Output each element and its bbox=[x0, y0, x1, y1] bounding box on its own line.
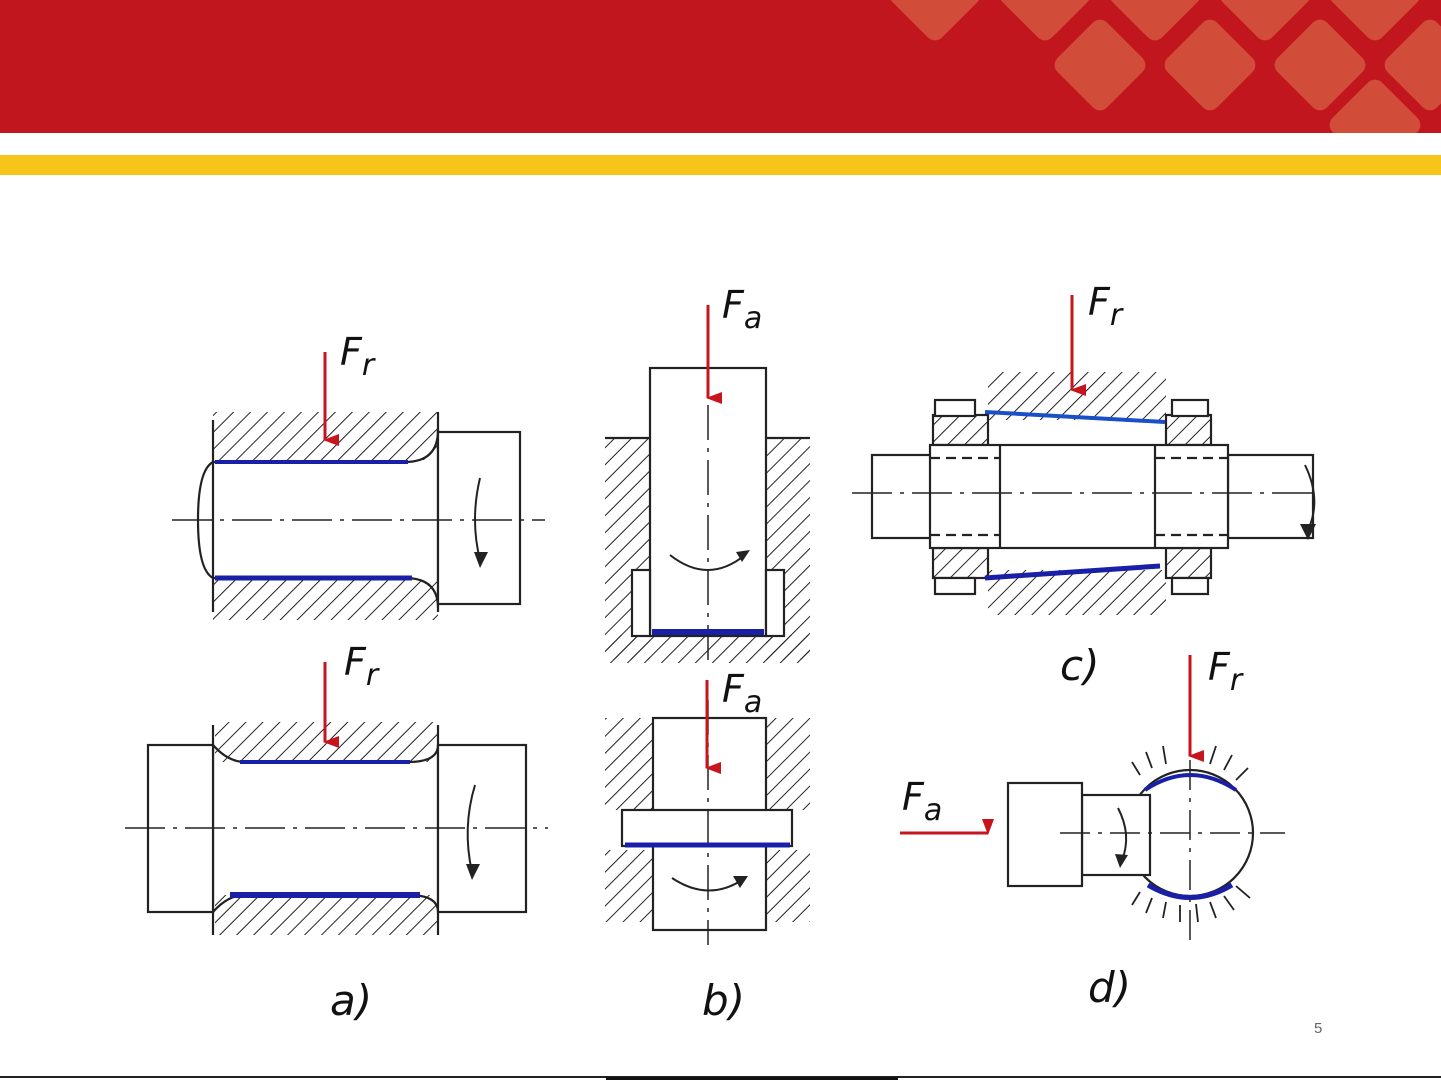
figure-label-a: a) bbox=[330, 976, 372, 1025]
force-label-fr: Fr bbox=[344, 640, 380, 693]
force-label-fa: Fa bbox=[722, 667, 762, 720]
figure-d-spherical-joint bbox=[1008, 746, 1285, 940]
force-label-fr: Fr bbox=[1088, 280, 1124, 333]
figure-c-tapered-bearing bbox=[852, 372, 1320, 615]
figure-a-top-radial-journal bbox=[172, 412, 545, 620]
force-label-fr: Fr bbox=[340, 330, 376, 383]
slide-number: 5 bbox=[1314, 1020, 1322, 1037]
force-label-fa: Fa bbox=[902, 775, 942, 828]
force-label-fr: Fr bbox=[1208, 645, 1244, 698]
figure-label-d: d) bbox=[1088, 963, 1131, 1012]
figure-label-b: b) bbox=[702, 976, 745, 1025]
figure-a-bottom-radial-journal bbox=[125, 722, 548, 935]
footer-rule-accent bbox=[606, 1077, 898, 1080]
figure-label-c: c) bbox=[1060, 641, 1099, 690]
force-label-fa: Fa bbox=[722, 283, 762, 336]
